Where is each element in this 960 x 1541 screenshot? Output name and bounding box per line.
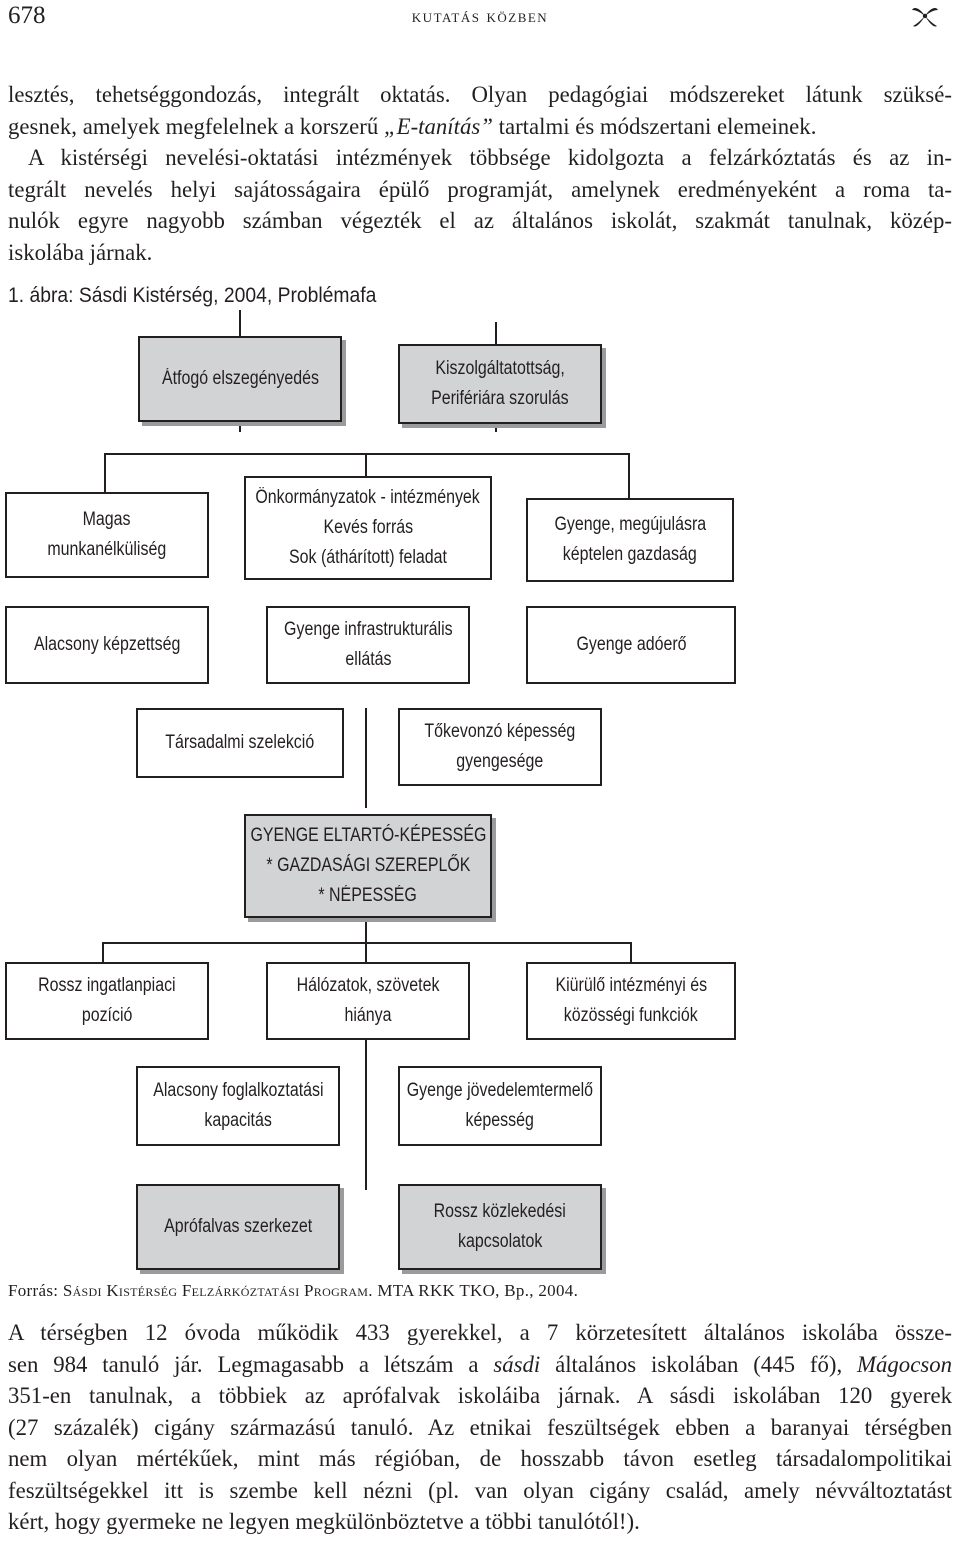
box-line: Gyenge jövedelemtermelő	[406, 1080, 594, 1101]
connector-line	[104, 453, 630, 455]
box-line: gyengesége	[456, 751, 544, 772]
box-line: Gyenge infrastrukturális	[283, 619, 453, 640]
text-line: gesnek, amelyek megfelelnek a korszerű „…	[8, 111, 952, 143]
box-line: Magas	[83, 509, 131, 530]
box-line: Gyenge, megújulásra	[554, 514, 706, 535]
text-run: sen 984 tanuló jár. Legmagasabb a létszá…	[8, 1351, 494, 1377]
box-line: pozíció	[81, 1005, 133, 1026]
text-line: A kistérségi nevelési-oktatási intézmény…	[28, 145, 952, 170]
box-line: Gyenge adóerő	[575, 634, 687, 655]
box-line: hiánya	[344, 1005, 392, 1026]
box-kiszolgaltatottsag: Kiszolgáltatottság, Perifériára szorulás	[398, 344, 602, 424]
connector-line	[365, 918, 367, 962]
box-line: Rossz ingatlanpiaci	[38, 975, 176, 996]
box-line: Önkormányzatok - intézmények	[255, 487, 481, 508]
box-line: Perifériára szorulás	[431, 388, 569, 409]
text-line: tegrált nevelés helyi sajátosságaira épü…	[8, 176, 952, 202]
italic-place-name: sásdi	[493, 1351, 541, 1377]
running-header: 678 kutatás közben	[0, 0, 960, 40]
text-line: (27 százalék) cigány származású tanuló. …	[8, 1414, 952, 1440]
box-alacsony-kepzettseg: Alacsony képzettség	[5, 606, 209, 684]
text-line: feszültségekkel itt is szembe kell nézni…	[8, 1477, 952, 1503]
connector-line	[365, 708, 367, 808]
box-line: Rossz közlekedési	[433, 1201, 567, 1222]
source-suffix: . MTA RKK TKO, Bp., 2004.	[368, 1281, 579, 1300]
leaf-ornament-icon	[912, 8, 938, 27]
text-line: 351-en tanulnak, a többiek az aprófalvak…	[8, 1383, 952, 1408]
box-line: * GAZDASÁGI SZEREPLŐK	[266, 855, 470, 876]
box-kiurulo-funkciok: Kiürülő intézményi és közösségi funkciók	[526, 962, 736, 1040]
text-run: általános iskolában (445 fő),	[540, 1351, 858, 1377]
connector-line	[628, 453, 630, 499]
source-prefix: Forrás:	[8, 1281, 63, 1300]
problem-tree-diagram: Átfogó elszegényedés Kiszolgáltatottság,…	[0, 310, 960, 1270]
box-rossz-ingatlanpiaci-pozicio: Rossz ingatlanpiaci pozíció	[5, 962, 209, 1040]
connector-line	[630, 942, 632, 962]
box-line: képtelen gazdaság	[562, 544, 697, 565]
box-jovedelemtermelo-kepesseg: Gyenge jövedelemtermelő képesség	[398, 1066, 602, 1146]
box-line: Alacsony foglalkoztatási	[152, 1080, 324, 1101]
box-gyenge-gazdasag: Gyenge, megújulásra képtelen gazdaság	[526, 498, 734, 582]
box-rossz-kozlekedesi-kapcsolatok: Rossz közlekedési kapcsolatok	[398, 1184, 602, 1270]
box-line: Tőkevonzó képesség	[424, 721, 576, 742]
page-number: 678	[8, 2, 46, 29]
connector-line	[102, 942, 632, 944]
box-line: képesség	[465, 1110, 535, 1131]
box-gyenge-eltarto-kepesseg: GYENGE ELTARTÓ-KÉPESSÉG * GAZDASÁGI SZER…	[244, 814, 492, 918]
box-line: Kevés forrás	[323, 517, 413, 538]
connector-line	[104, 453, 106, 493]
text-line: nem olyan mértékűek, mint más régióban, …	[8, 1446, 952, 1471]
box-onkormanyzatok: Önkormányzatok - intézmények Kevés forrá…	[244, 476, 492, 580]
text-line: iskolába járnak.	[8, 239, 153, 265]
box-line: * NÉPESSÉG	[318, 885, 418, 906]
box-magas-munkanelkuliseg: Magas munkanélküliség	[5, 492, 209, 578]
box-tarsadalmi-szelekcio: Társadalmi szelekció	[136, 708, 344, 778]
box-line: közösségi funkciók	[564, 1005, 698, 1026]
italic-place-name: Mágocson	[857, 1351, 952, 1377]
text-line: kért, hogy gyermeke ne legyen megkülönbö…	[8, 1509, 640, 1534]
box-halozatok-hianya: Hálózatok, szövetek hiánya	[266, 962, 470, 1040]
box-line: GYENGE ELTARTÓ-KÉPESSÉG	[250, 825, 486, 846]
body-paragraph: A térségben 12 óvoda működik 433 gyerekk…	[8, 1317, 952, 1538]
box-line: kapacitás	[204, 1110, 272, 1131]
intro-paragraph: lesztés, tehetséggondozás, integrált okt…	[8, 79, 952, 268]
italic-term: „E-tanítás”	[383, 113, 493, 139]
figure-caption: 1. ábra: Sásdi Kistérség, 2004, Probléma…	[8, 284, 377, 307]
connector-line	[365, 1040, 367, 1190]
box-line: Kiszolgáltatottság,	[435, 358, 565, 379]
box-line: Kiürülő intézményi és	[555, 975, 707, 996]
box-line: munkanélküliség	[47, 539, 167, 560]
source-title: Sásdi Kistérség Felzárkóztatási Program	[62, 1281, 369, 1300]
box-line: Átfogó elszegényedés	[161, 368, 319, 389]
text-line: lesztés, tehetséggondozás, integrált okt…	[8, 82, 952, 107]
box-line: Sok (áthárított) feladat	[289, 547, 447, 568]
box-line: ellátás	[344, 649, 392, 670]
connector-line	[365, 453, 367, 477]
box-line: kapcsolatok	[457, 1231, 543, 1252]
box-line: Hálózatok, szövetek	[296, 975, 440, 996]
box-line: Alacsony képzettség	[33, 634, 181, 655]
figure-source: Forrás: Sásdi Kistérség Felzárkóztatási …	[8, 1281, 578, 1301]
box-gyenge-adoero: Gyenge adóerő	[526, 606, 736, 684]
box-atfogo-elszegenyedes: Átfogó elszegényedés	[138, 336, 342, 422]
box-aprofalvas-szerkezet: Aprófalvas szerkezet	[136, 1184, 340, 1270]
text-line: nulók egyre nagyobb számban végezték el …	[8, 208, 952, 233]
text-run: tartalmi és módszertani elemeinek.	[492, 113, 817, 139]
box-line: Társadalmi szelekció	[165, 732, 315, 753]
box-tokevonzo-kepesseg: Tőkevonzó képesség gyengesége	[398, 708, 602, 786]
text-line: sen 984 tanuló jár. Legmagasabb a létszá…	[8, 1349, 952, 1381]
box-foglalkoztatasi-kapacitas: Alacsony foglalkoztatási kapacitás	[136, 1066, 340, 1146]
connector-line	[102, 942, 104, 962]
text-run: gesnek, amelyek megfelelnek a korszerű	[8, 113, 384, 139]
text-line: A térségben 12 óvoda működik 433 gyerekk…	[8, 1320, 952, 1345]
box-gyenge-infrastruktura: Gyenge infrastrukturális ellátás	[266, 606, 470, 684]
running-head: kutatás közben	[411, 6, 549, 26]
box-line: Aprófalvas szerkezet	[163, 1216, 313, 1237]
